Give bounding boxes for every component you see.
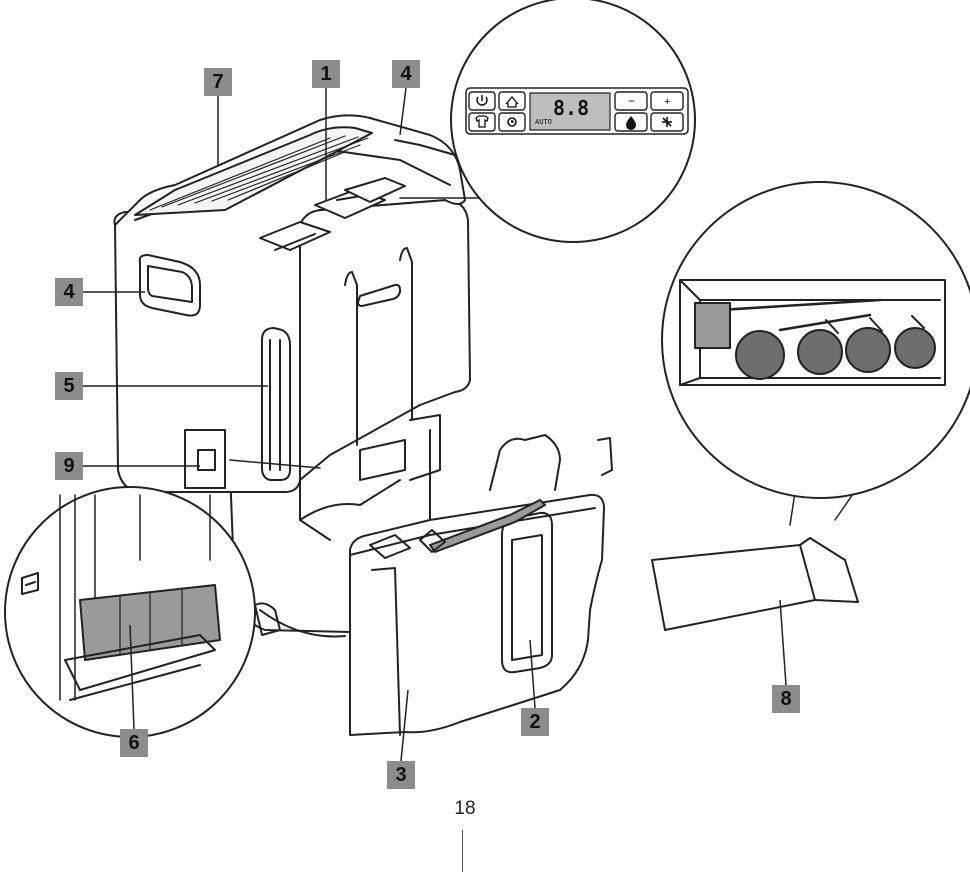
timer-icon[interactable] — [507, 117, 517, 127]
wheel-box — [651, 537, 859, 631]
shirt-icon[interactable] — [475, 115, 489, 128]
callout-2: 2 — [521, 708, 549, 736]
water-tank — [349, 434, 613, 736]
callout-4-top: 4 — [392, 60, 420, 88]
water-drop-icon[interactable] — [626, 116, 636, 130]
display-digits: 8.8 — [553, 96, 589, 120]
page-number: 18 — [454, 798, 476, 819]
callout-9: 9 — [55, 452, 83, 480]
dehumidifier-body — [113, 114, 471, 638]
display-mode: AUTO — [535, 118, 552, 126]
callout-5: 5 — [55, 372, 83, 400]
callout-4-side: 4 — [55, 278, 83, 306]
minus-button-label[interactable]: − — [628, 94, 635, 108]
plus-button-label[interactable]: + — [664, 96, 670, 108]
castor-wheels-detail — [661, 181, 970, 526]
callout-3: 3 — [387, 761, 415, 789]
power-icon[interactable] — [476, 95, 488, 106]
home-icon[interactable] — [505, 96, 519, 108]
callout-8: 8 — [772, 685, 800, 713]
page-divider — [462, 830, 463, 872]
callout-1: 1 — [312, 60, 340, 88]
callout-6: 6 — [120, 729, 148, 757]
fan-icon[interactable] — [662, 117, 672, 127]
callout-7: 7 — [204, 68, 232, 96]
